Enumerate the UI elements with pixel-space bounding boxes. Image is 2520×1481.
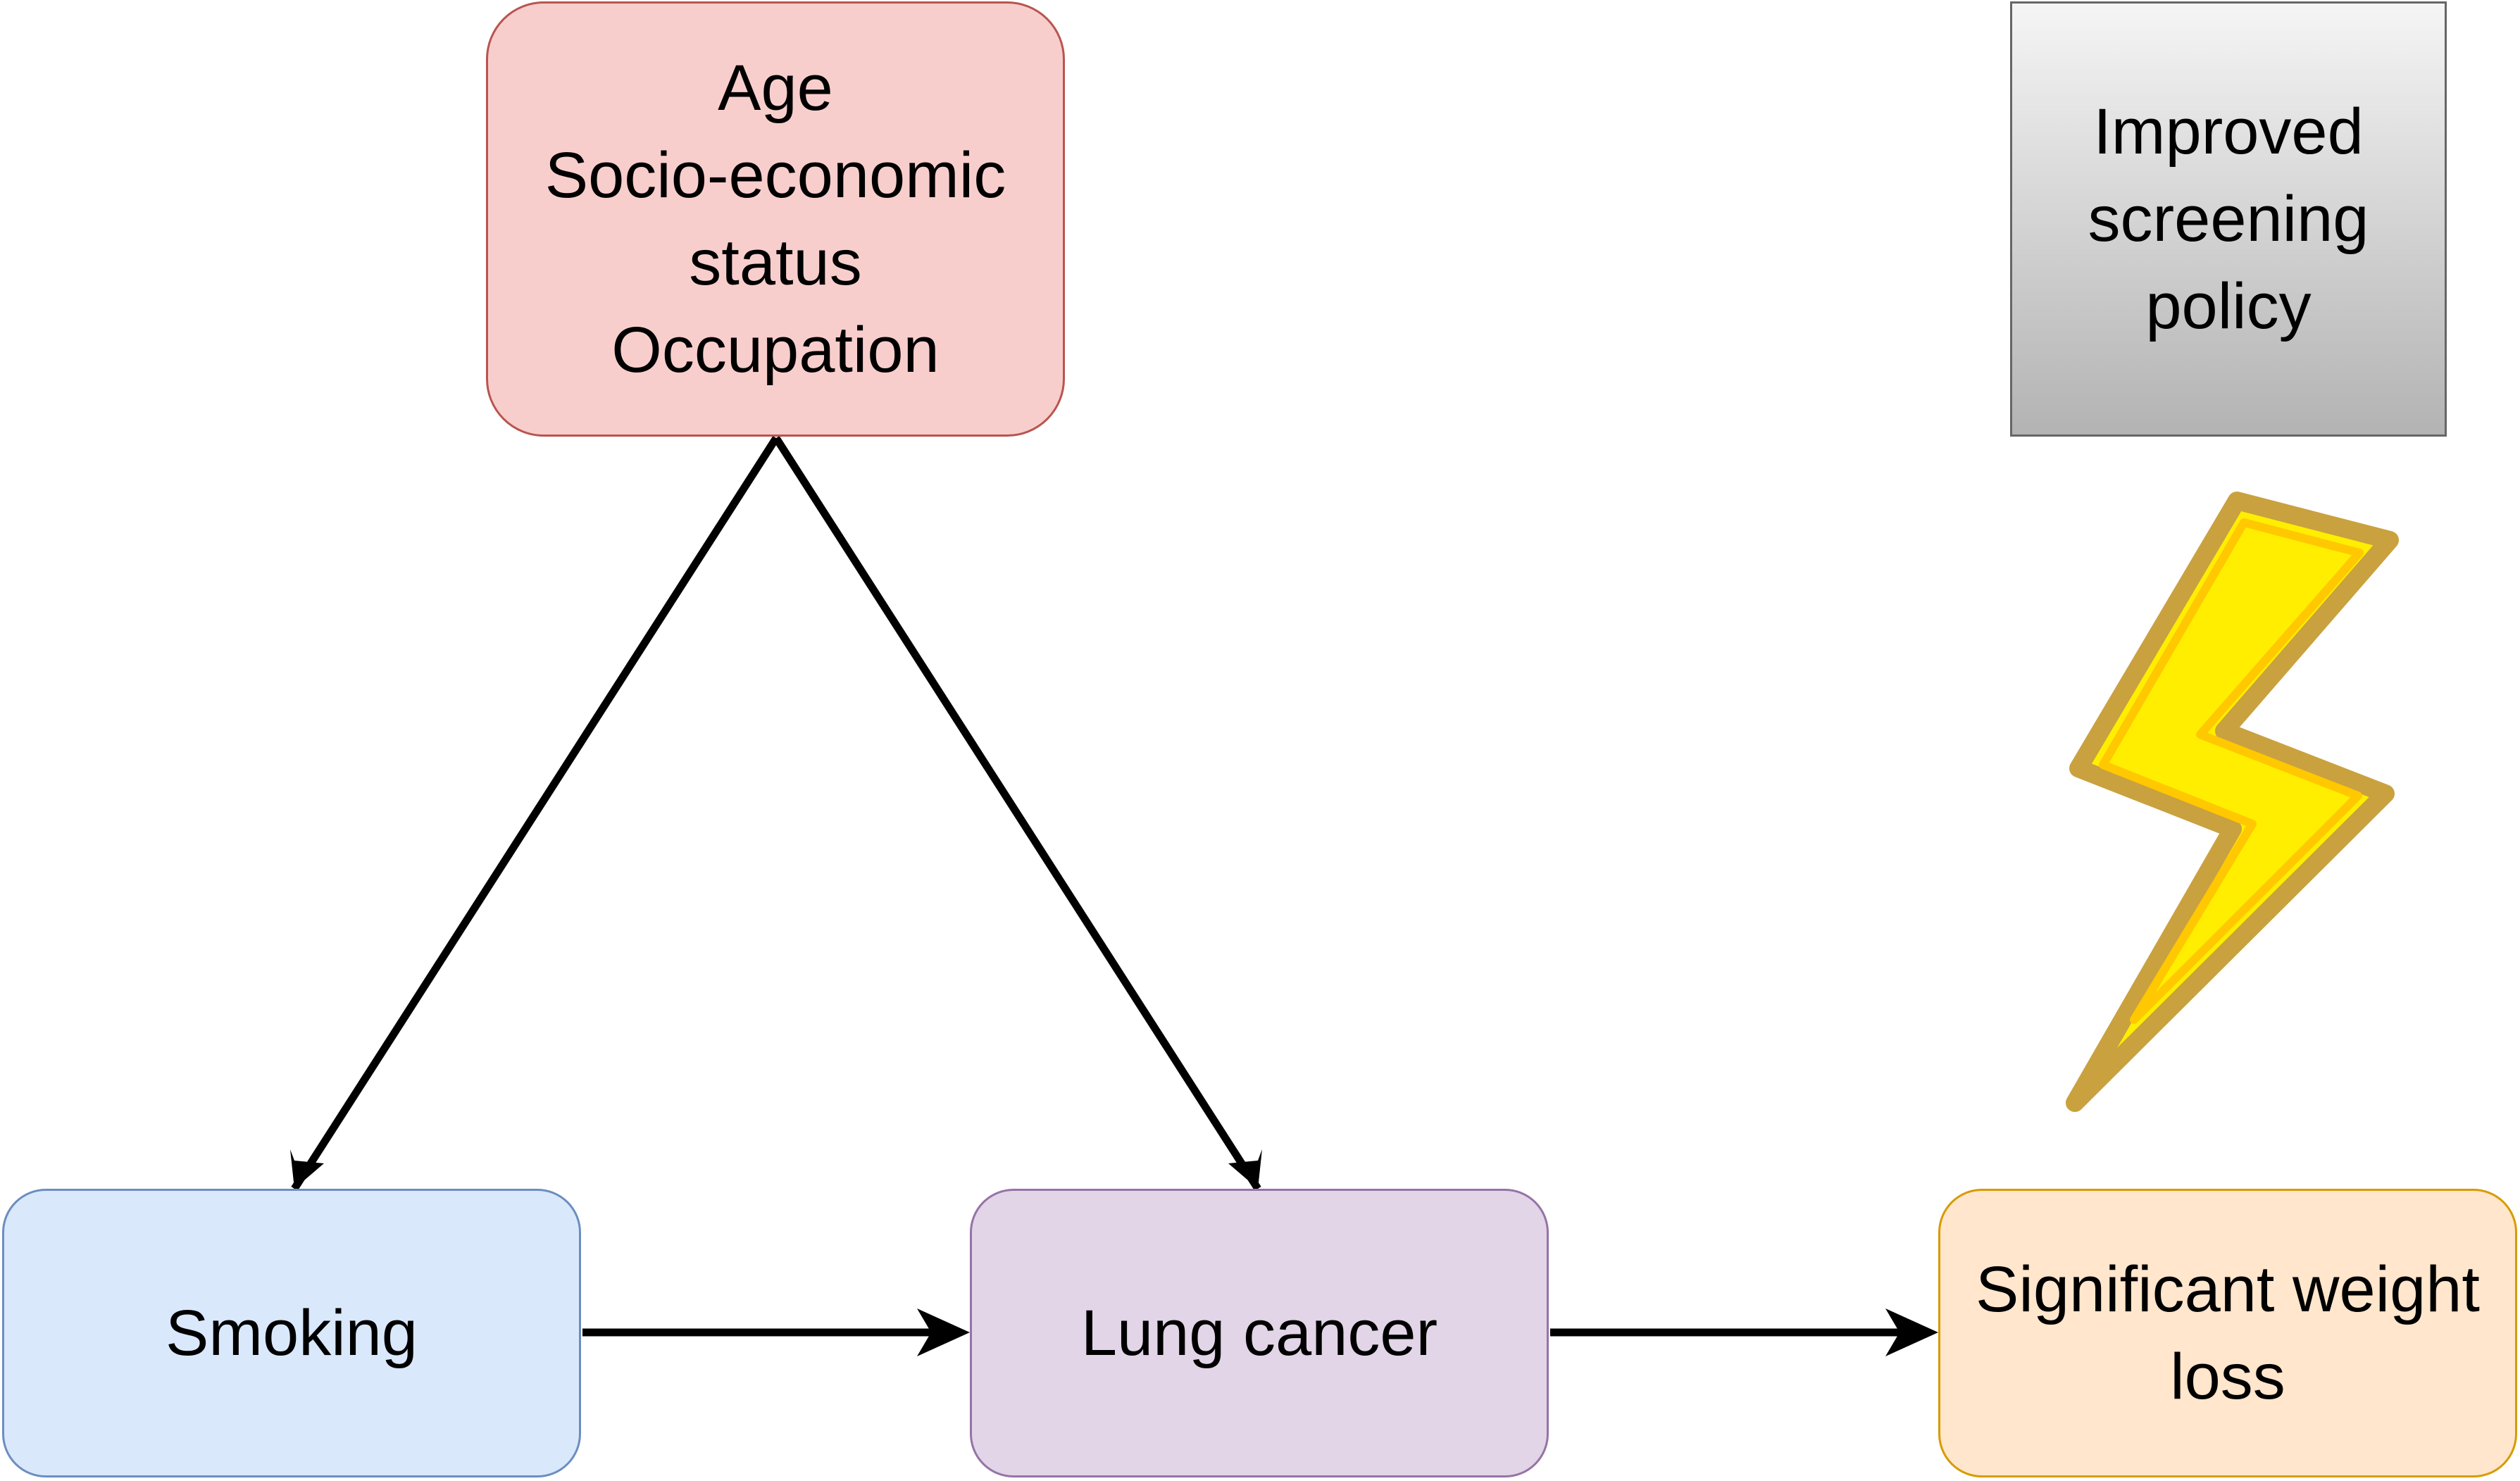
lung-cancer-node: Lung cancer xyxy=(970,1189,1549,1477)
screening-policy-line-3: policy xyxy=(2145,270,2312,342)
confounders-line-1: Age xyxy=(718,52,833,124)
lightning-bolt-icon xyxy=(2066,492,2399,1112)
weight-loss-line-2: loss xyxy=(2170,1341,2285,1413)
screening-policy-line-1: Improved xyxy=(2093,96,2364,168)
arrow-confounders-to-smoking xyxy=(291,436,780,1191)
confounders-line-2: Socio-economic xyxy=(544,139,1006,211)
arrow-confounders-to-lung-cancer xyxy=(773,436,1261,1191)
screening-policy-node: Improved screening policy xyxy=(2010,1,2447,437)
smoking-node: Smoking xyxy=(2,1189,581,1477)
arrowhead-smoking-to-lung-cancer xyxy=(917,1308,970,1356)
confounders-node: Age Socio-economic status Occupation xyxy=(486,1,1065,437)
confounders-line-4: Occupation xyxy=(611,314,940,386)
arrowhead-confounders-to-smoking xyxy=(290,1149,324,1189)
weight-loss-line-1: Significant weight xyxy=(1976,1254,2480,1325)
weight-loss-node: Significant weight loss xyxy=(1938,1189,2517,1477)
confounders-line-3: status xyxy=(689,227,862,299)
arrowhead-lung-cancer-to-weight-loss xyxy=(1885,1308,1938,1356)
smoking-label: Smoking xyxy=(166,1297,418,1369)
arrowhead-confounders-to-lung-cancer xyxy=(1228,1149,1262,1189)
screening-policy-line-2: screening xyxy=(2088,183,2369,255)
lung-cancer-label: Lung cancer xyxy=(1080,1297,1438,1369)
